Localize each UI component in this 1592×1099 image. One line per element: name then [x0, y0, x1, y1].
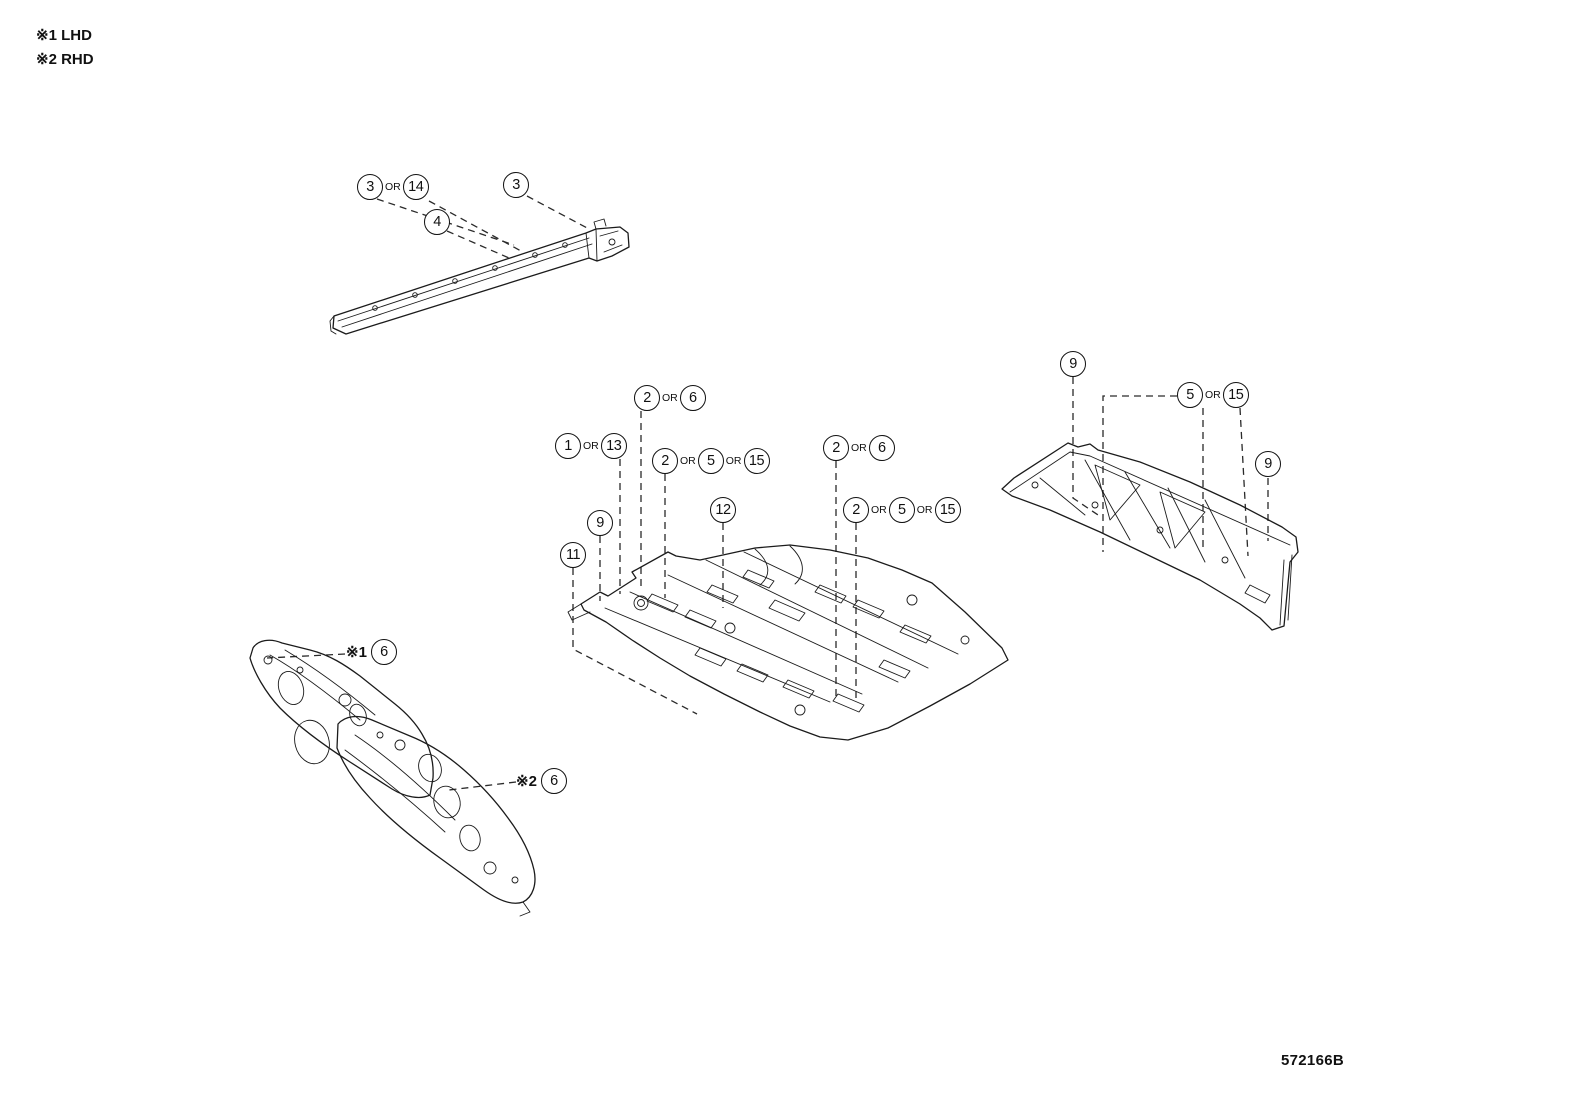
- callout-group-dash-note1-6: ※1 6: [346, 639, 397, 665]
- callout-group-rocker-4: 4: [424, 209, 450, 235]
- callout-5[interactable]: 5: [888, 497, 915, 523]
- callout-group-floorpan-1-or-13: 1 OR 13: [555, 433, 627, 459]
- callout-group-rearfloor-5-or-15: 5 OR 15: [1177, 382, 1249, 408]
- callout-5[interactable]: 5: [1177, 382, 1203, 408]
- callout-2[interactable]: 2: [634, 385, 660, 411]
- legend: ※1 LHD ※2 RHD: [36, 24, 94, 72]
- rear-floor-pan-drawing: [1001, 442, 1299, 631]
- callout-9[interactable]: 9: [587, 510, 613, 536]
- callout-group-floorpan-2-or-5-or-15-right: 2 OR 5 OR 15: [843, 497, 961, 523]
- callout-2[interactable]: 2: [843, 497, 869, 523]
- callout-13[interactable]: 13: [600, 433, 627, 459]
- callout-4[interactable]: 4: [424, 209, 450, 235]
- legend-note-2: ※2 RHD: [36, 51, 94, 68]
- or-label: OR: [680, 455, 696, 467]
- callout-11[interactable]: 11: [560, 542, 586, 568]
- or-label: OR: [916, 504, 933, 516]
- callout-group-floorpan-2-or-6-right: 2 OR 6: [823, 435, 895, 461]
- callout-group-floorpan-12: 12: [710, 497, 736, 523]
- callout-6[interactable]: 6: [868, 435, 895, 461]
- callout-group-rearfloor-9-left: 9: [1060, 351, 1086, 377]
- callout-15[interactable]: 15: [743, 448, 770, 474]
- callout-9[interactable]: 9: [1255, 451, 1281, 477]
- or-label: OR: [583, 440, 599, 452]
- callout-5[interactable]: 5: [697, 448, 724, 474]
- callout-2[interactable]: 2: [652, 448, 678, 474]
- dash-panel-drawing: [249, 639, 536, 917]
- callout-group-dash-note2-6: ※2 6: [516, 768, 567, 794]
- callout-group-floorpan-9: 9: [587, 510, 613, 536]
- or-label: OR: [851, 442, 867, 454]
- or-label: OR: [385, 181, 401, 193]
- callout-group-floorpan-2-or-6-upper: 2 OR 6: [634, 385, 706, 411]
- callout-12[interactable]: 12: [710, 497, 736, 523]
- or-label: OR: [1205, 389, 1221, 401]
- callout-group-rearfloor-9-right: 9: [1255, 451, 1281, 477]
- callout-group-rocker-3-or-14: 3 OR 14: [357, 174, 429, 200]
- callout-6[interactable]: 6: [679, 385, 706, 411]
- callout-6[interactable]: 6: [370, 639, 397, 665]
- callout-14[interactable]: 14: [402, 174, 429, 200]
- note-2-label: ※2: [516, 773, 537, 790]
- callout-group-floorpan-2-or-5-or-15-left: 2 OR 5 OR 15: [652, 448, 770, 474]
- or-label: OR: [871, 504, 887, 516]
- legend-note-1: ※1 LHD: [36, 27, 92, 44]
- diagram-id: 572166B: [1281, 1052, 1344, 1069]
- callout-group-floorpan-11: 11: [560, 542, 586, 568]
- front-floor-pan-drawing: [567, 544, 1009, 741]
- rocker-rail-drawing: [329, 218, 630, 335]
- leader-lines: [266, 195, 1269, 791]
- or-label: OR: [662, 392, 678, 404]
- callout-3[interactable]: 3: [503, 172, 529, 198]
- callout-1[interactable]: 1: [555, 433, 581, 459]
- callout-6[interactable]: 6: [540, 768, 567, 794]
- callout-2[interactable]: 2: [823, 435, 849, 461]
- note-1-label: ※1: [346, 644, 367, 661]
- callout-group-rocker-3: 3: [503, 172, 529, 198]
- callout-3[interactable]: 3: [357, 174, 383, 200]
- callout-9[interactable]: 9: [1060, 351, 1086, 377]
- or-label: OR: [725, 455, 742, 467]
- callout-15[interactable]: 15: [934, 497, 961, 523]
- callout-15[interactable]: 15: [1222, 382, 1249, 408]
